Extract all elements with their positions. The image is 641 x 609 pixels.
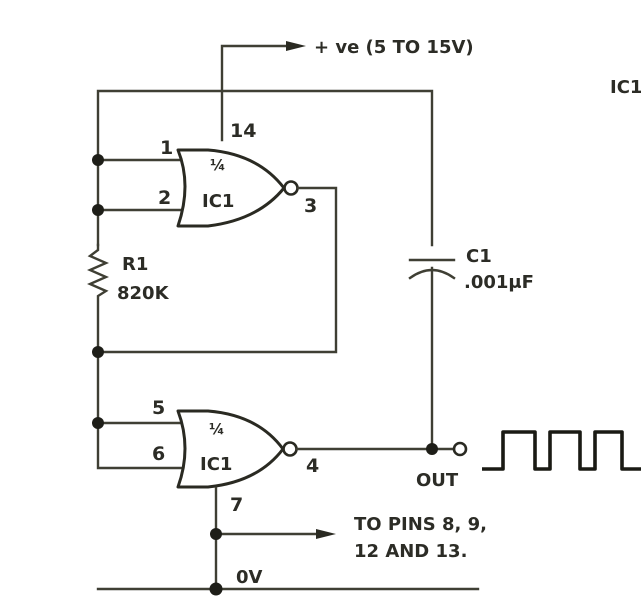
capacitor-ref: C1: [466, 246, 492, 267]
pin-2-label: 2: [158, 187, 171, 209]
junction-dot: [92, 204, 104, 216]
junction-dot: [210, 528, 222, 540]
resistor-value: 820K: [117, 283, 170, 304]
gate-top-name: IC1: [202, 191, 234, 212]
nor-gate-top: [176, 148, 299, 228]
pin-5-label: 5: [152, 397, 165, 419]
nor-gate-bottom: [176, 409, 298, 489]
resistor-ref: R1: [122, 254, 148, 275]
square-wave-icon: [482, 430, 641, 471]
capacitor-value: .001μF: [464, 272, 534, 293]
junction-dot: [209, 582, 223, 596]
unused-pins-line1: TO PINS 8, 9,: [354, 514, 487, 535]
feedback-wire: [96, 186, 338, 354]
pin-4-label: 4: [306, 455, 319, 477]
pin-3-label: 3: [304, 195, 317, 217]
pin-7-label: 7: [230, 494, 243, 516]
junction-dot: [92, 346, 104, 358]
pin-1-label: 1: [160, 137, 173, 159]
ground-label: 0V: [236, 567, 263, 588]
junction-dot: [92, 417, 104, 429]
unused-pins-arrow-icon: [316, 529, 336, 539]
junction-dot: [426, 443, 438, 455]
capacitor-c1: [408, 258, 456, 450]
pin-14-label: 14: [230, 120, 256, 142]
output-label: OUT: [416, 470, 459, 491]
unused-pins-line2: 12 AND 13.: [354, 541, 467, 562]
resistor-r1: [87, 243, 109, 354]
gate-bottom-fraction: ¼: [209, 420, 225, 438]
pin-6-label: 6: [152, 443, 165, 465]
junctions: [92, 154, 438, 596]
left-bus-lower: [96, 350, 188, 470]
supply-arrow-icon: [286, 41, 306, 51]
output-terminal-icon[interactable]: [452, 441, 468, 457]
corner-label: IC1: [610, 77, 641, 98]
supply-wire: [220, 41, 306, 142]
junction-dot: [92, 154, 104, 166]
gate-bottom-name: IC1: [200, 454, 232, 475]
supply-label: + ve (5 TO 15V): [314, 37, 474, 58]
top-rail-wire: [96, 89, 434, 247]
inverter-bubble-icon: [283, 180, 299, 196]
inverter-bubble-icon: [282, 441, 298, 457]
gate-top-fraction: ¼: [210, 156, 226, 174]
